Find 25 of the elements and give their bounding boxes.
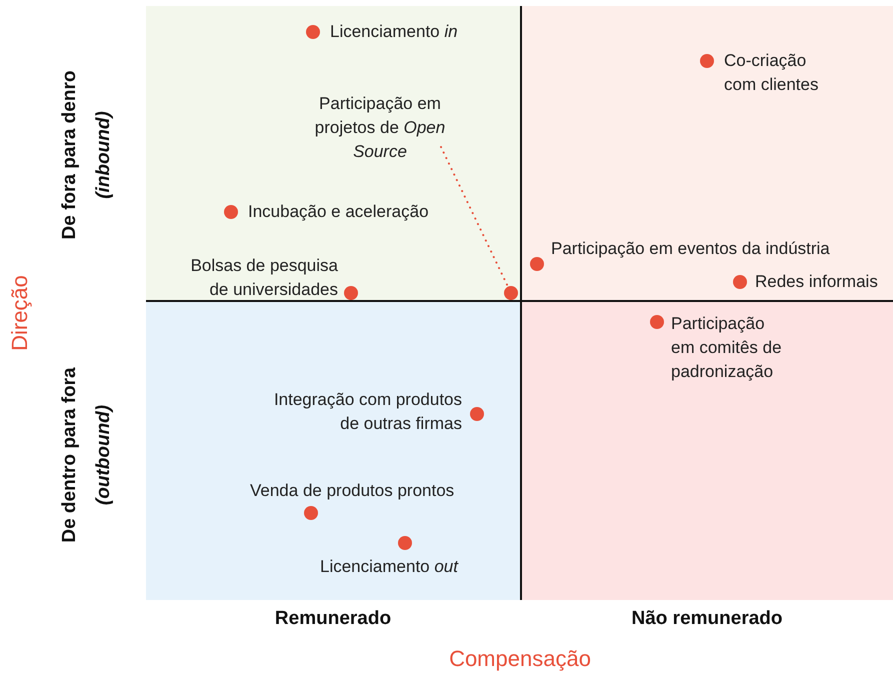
point-label: Licenciamento out xyxy=(320,556,460,578)
axis-title: Direção xyxy=(7,275,33,351)
point-label: Co-criação com clientes xyxy=(724,50,820,96)
quadrant-panel xyxy=(146,301,521,600)
point-label: Participação em eventos da indústria xyxy=(551,238,831,260)
quadrant-panel xyxy=(521,301,893,600)
quadrant-panel xyxy=(146,6,521,301)
axis-label: Não remunerado xyxy=(632,608,782,630)
point-label: Redes informais xyxy=(755,271,879,293)
axis-label: (outbound) xyxy=(93,404,115,506)
leader-line xyxy=(440,146,509,288)
point-label: Licenciamento in xyxy=(330,21,459,43)
point-label: Participação em comitês de padronização xyxy=(671,313,783,383)
quadrant-panel xyxy=(521,6,893,301)
point-label: Bolsas de pesquisa de universidades xyxy=(190,255,338,301)
point-label: Participação em projetos de Open Source xyxy=(314,93,446,163)
point-label: Integração com produtos de outras firmas xyxy=(272,389,462,435)
axis-label: De fora para denro xyxy=(59,70,81,240)
point-marker xyxy=(504,286,518,300)
axis-label: (inbound) xyxy=(93,111,115,199)
point-label: Incubação e aceleração xyxy=(248,201,430,223)
axis-label: De dentro para fora xyxy=(59,367,81,543)
axis-title: Compensação xyxy=(449,646,591,672)
point-label: Venda de produtos prontos xyxy=(250,480,456,502)
axis-label: Remunerado xyxy=(274,608,392,630)
